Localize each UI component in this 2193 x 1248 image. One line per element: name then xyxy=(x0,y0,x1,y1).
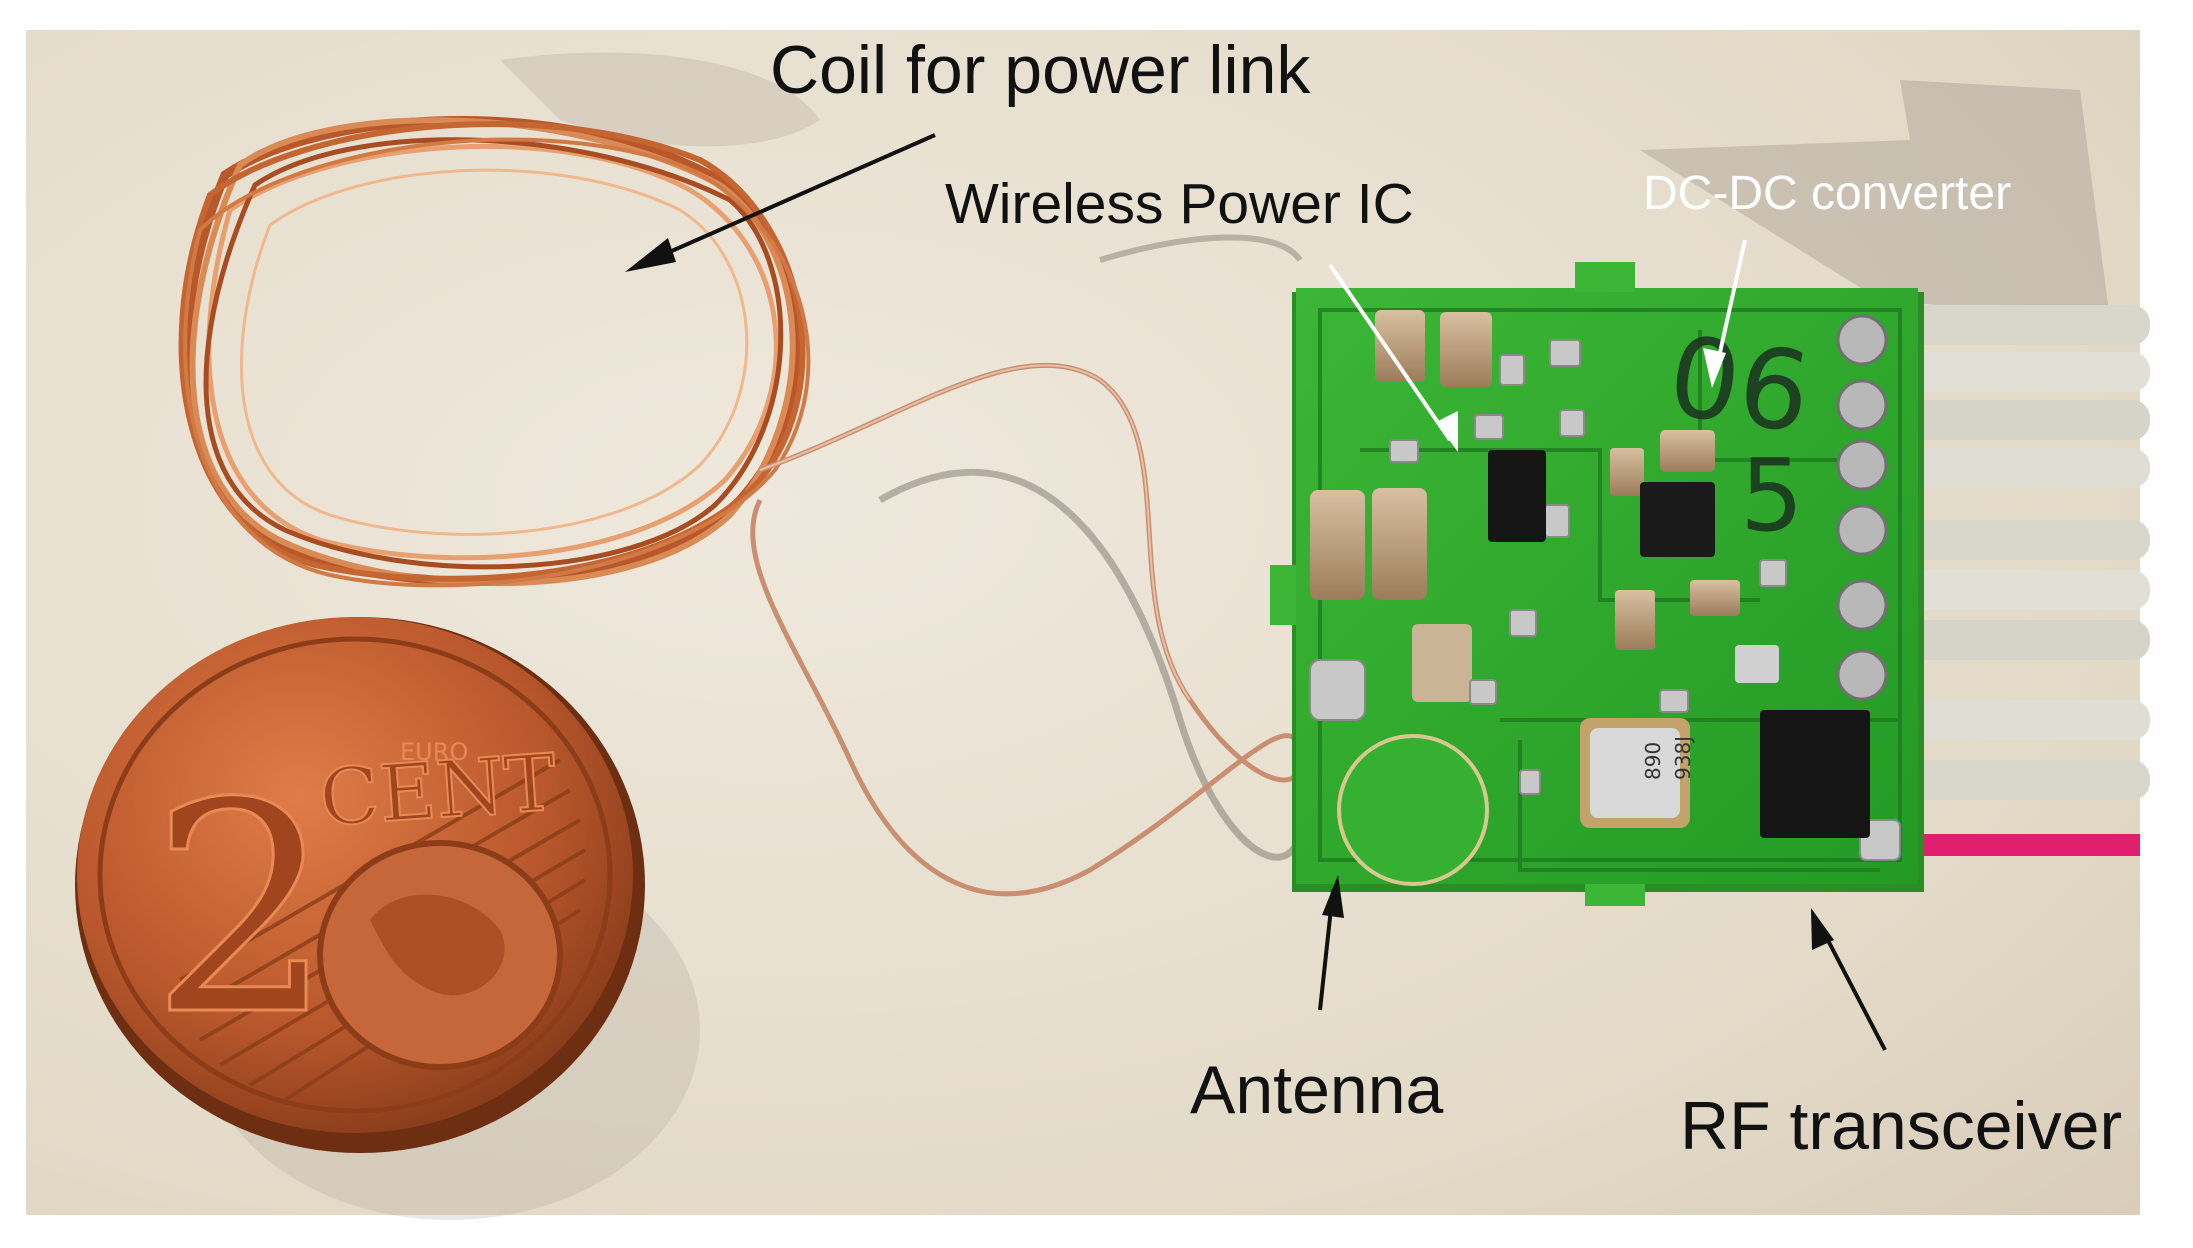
circuit-board: 890 938J 06 5 xyxy=(1270,262,1924,906)
board-handwriting-2: 5 xyxy=(1740,437,1804,554)
wire-bundle xyxy=(1880,305,2150,856)
label-wireless-power-ic: Wireless Power IC xyxy=(945,172,1414,236)
antenna-pad xyxy=(1337,734,1489,886)
euro-cent-coin: 2 CENT EURO xyxy=(75,617,645,1153)
header-pins xyxy=(1836,314,1888,701)
coin-numeral: 2 xyxy=(150,742,335,1079)
label-rf-transceiver: RF transceiver xyxy=(1680,1088,2123,1164)
coin-small-text: EURO xyxy=(400,738,468,766)
crystal-oscillator: 890 938J xyxy=(1580,718,1695,828)
wireless-power-ic xyxy=(1488,450,1546,542)
label-dcdc-converter: DC-DC converter xyxy=(1643,167,2012,220)
crystal-marking-1: 890 xyxy=(1641,742,1665,780)
board-handwriting-1: 06 xyxy=(1661,312,1817,458)
copper-coil xyxy=(178,115,811,588)
annotation-arrows xyxy=(625,133,1887,1051)
coin-word: CENT xyxy=(317,738,560,844)
label-coil: Coil for power link xyxy=(770,32,1311,108)
capacitors xyxy=(1310,310,1740,702)
crystal-marking-2: 938J xyxy=(1671,736,1695,780)
label-antenna: Antenna xyxy=(1190,1052,1444,1128)
wire-shadow xyxy=(878,469,1307,861)
rf-transceiver-ic xyxy=(1760,710,1870,838)
dcdc-converter-ic xyxy=(1640,482,1715,557)
